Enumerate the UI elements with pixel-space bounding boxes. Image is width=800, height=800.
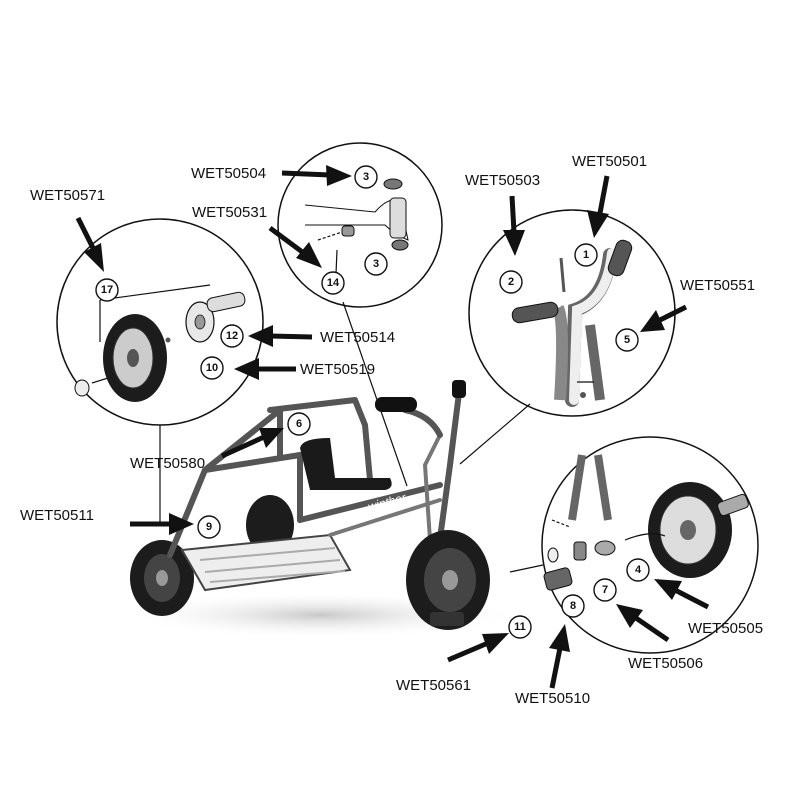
label-WET50571: WET50571 (30, 187, 105, 204)
svg-text:3: 3 (363, 171, 369, 183)
front-wheel-detail (543, 454, 749, 591)
connector-line-handlebar (459, 403, 531, 465)
callout-2: 2 (499, 270, 523, 294)
svg-text:11: 11 (514, 621, 526, 633)
svg-text:12: 12 (226, 330, 238, 342)
callout-11: 11 (508, 615, 532, 639)
callout-10: 10 (200, 356, 224, 380)
handle-grip-left (375, 397, 417, 412)
label-WET50505: WET50505 (688, 620, 763, 637)
seat-clamp-detail (304, 178, 409, 275)
callout-9: 9 (197, 515, 221, 539)
label-WET50510: WET50510 (515, 690, 590, 707)
svg-text:5: 5 (624, 334, 630, 346)
handle-grip-right (452, 380, 466, 398)
connector-line-seat (342, 301, 408, 487)
label-WET50511: WET50511 (20, 507, 94, 524)
callout-4: 4 (626, 558, 650, 582)
label-WET50506: WET50506 (628, 655, 703, 672)
callout-3-top: 3 (354, 165, 378, 189)
callout-5: 5 (615, 328, 639, 352)
svg-text:17: 17 (101, 284, 113, 296)
label-WET50561: WET50561 (396, 677, 471, 694)
label-WET50504: WET50504 (191, 165, 266, 182)
label-WET50503: WET50503 (465, 172, 540, 189)
detail-circle-rear-wheel (56, 218, 264, 426)
arrows (75, 165, 710, 689)
part-code-labels: WET50504 WET50531 WET50571 WET50503 WET5… (20, 153, 763, 707)
callout-14: 14 (321, 271, 345, 295)
label-WET50501: WET50501 (572, 153, 647, 170)
svg-text:8: 8 (570, 600, 576, 612)
arrow-head (326, 165, 352, 186)
rear-platform (180, 533, 352, 592)
callout-12: 12 (220, 324, 244, 348)
pedal (430, 612, 464, 626)
label-WET50580: WET50580 (130, 455, 205, 472)
svg-text:14: 14 (327, 277, 340, 289)
rear-frame (167, 452, 303, 558)
svg-text:7: 7 (602, 584, 608, 596)
callout-bubbles: 3 3 14 17 12 10 1 2 5 6 9 4 7 8 11 (95, 165, 650, 639)
svg-text:1: 1 (583, 249, 589, 261)
svg-text:6: 6 (296, 418, 302, 430)
callout-1: 1 (574, 243, 598, 267)
label-WET50551: WET50551 (680, 277, 755, 294)
svg-text:10: 10 (206, 362, 218, 374)
callout-3-bottom: 3 (364, 252, 388, 276)
callout-8: 8 (561, 594, 585, 618)
main-tube (297, 482, 443, 523)
label-WET50514: WET50514 (320, 329, 395, 346)
svg-text:9: 9 (206, 521, 212, 533)
label-WET50531: WET50531 (192, 204, 267, 221)
connector-line-front (509, 564, 544, 573)
callout-6: 6 (287, 412, 311, 436)
svg-text:3: 3 (373, 258, 379, 270)
rear-wheel-detail (74, 284, 246, 402)
seat (300, 438, 392, 490)
svg-text:2: 2 (508, 276, 514, 288)
callout-7: 7 (593, 578, 617, 602)
callout-17: 17 (95, 278, 119, 302)
handlebar-detail (511, 239, 633, 407)
svg-text:4: 4 (635, 564, 642, 576)
label-WET50519: WET50519 (300, 361, 375, 378)
